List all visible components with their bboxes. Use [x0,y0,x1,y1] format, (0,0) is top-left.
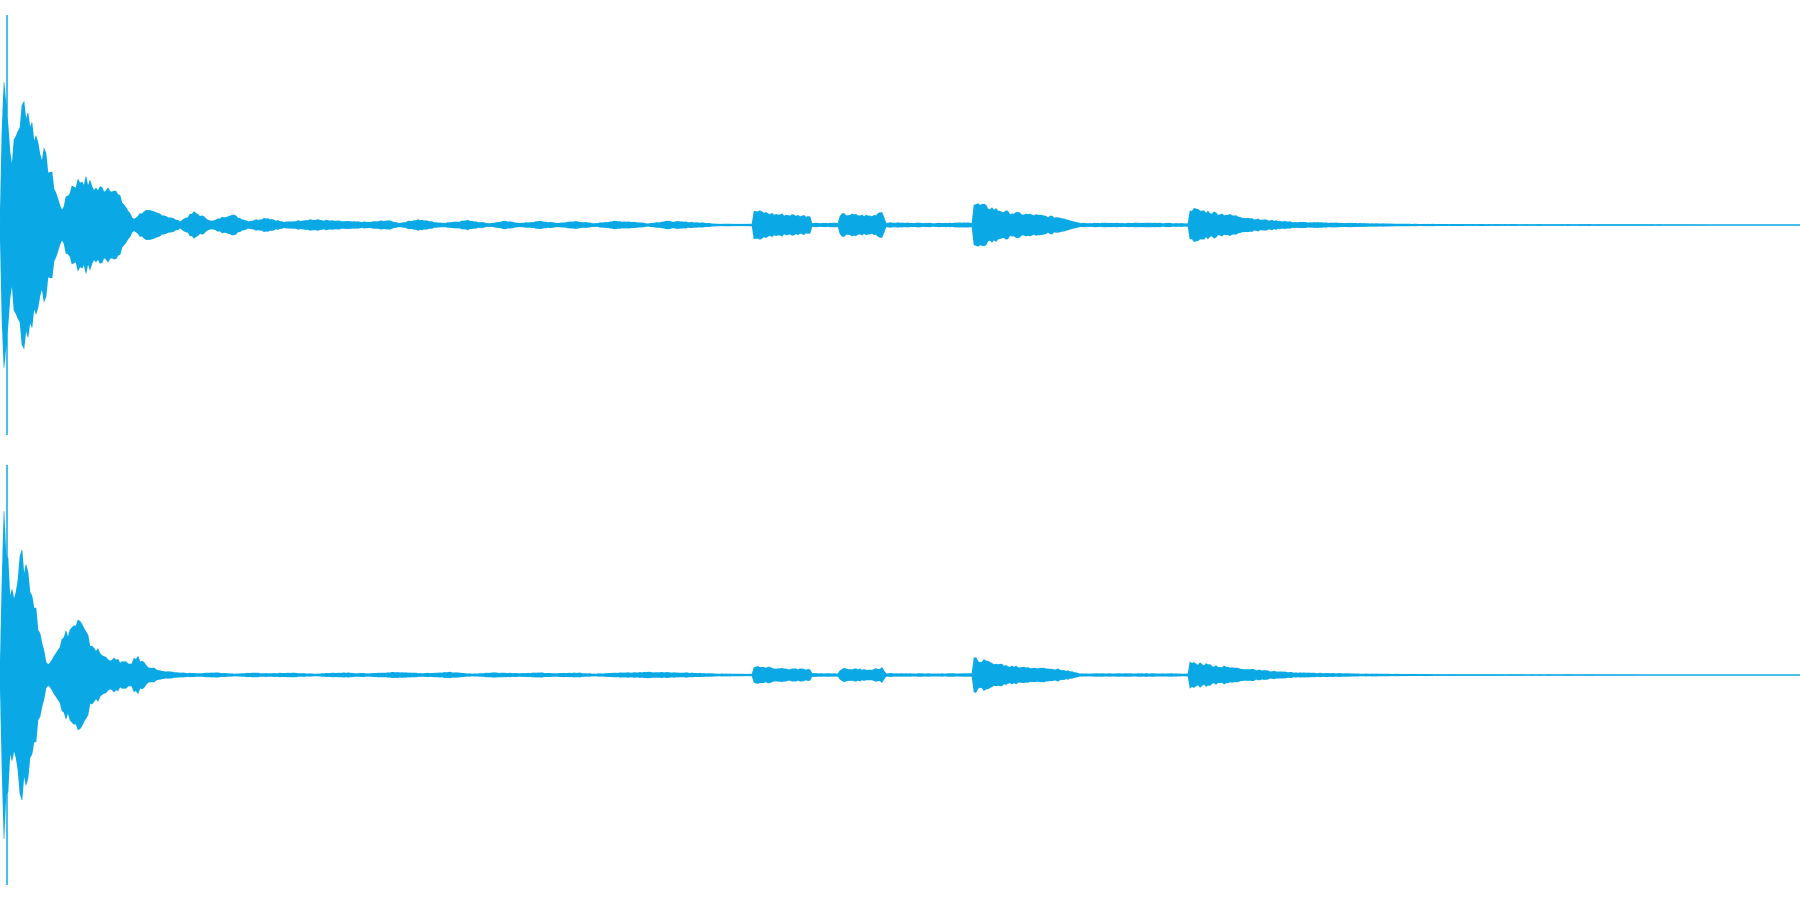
waveform-envelope [0,511,1800,839]
waveform-envelope [0,82,1800,368]
waveform-bottom-svg [0,465,1800,885]
waveform-top-svg [0,15,1800,435]
waveform-channel-top [0,15,1800,435]
waveform-channel-bottom [0,450,1800,900]
